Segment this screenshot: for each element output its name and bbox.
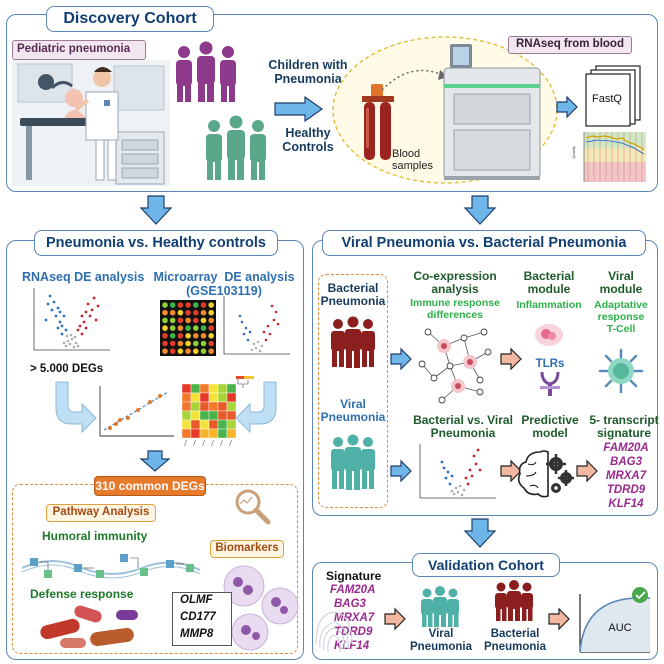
inflammation-icon: [535, 324, 563, 346]
arrow-to-coexpression: [390, 347, 412, 371]
arrow-to-bacterial-module: [500, 347, 522, 371]
bacteria-icon: [40, 605, 138, 648]
heatmap: [181, 376, 254, 447]
validation-gene-2: BAG3: [334, 598, 366, 610]
biomarker-gene-2: CD177: [180, 611, 216, 623]
rnaseq-blood-label: RNAseq from blood: [516, 38, 624, 50]
validation-gene-5: KLF14: [334, 640, 370, 652]
brain-gears-icon: [517, 450, 574, 498]
validation-viral-label: Viral Pneumonia: [410, 628, 472, 653]
children-pneumonia-people-icon: [176, 41, 236, 102]
viral-people-icon: [331, 434, 375, 490]
arrow-down-right: [463, 195, 497, 225]
common-degs-badge: [94, 476, 206, 496]
quality-plot: [583, 132, 646, 182]
arrow-down-validation: [463, 518, 497, 548]
viral-module-label: Viral module: [599, 269, 643, 297]
magnifier-icon: [235, 489, 271, 525]
patient-groups-box: [318, 274, 388, 508]
pediatric-label-box: [12, 40, 146, 60]
validation-signature-label: Signature: [326, 569, 382, 583]
signature-title: 5- transcript signature: [589, 413, 659, 441]
healthy-controls-label: Healthy Controls: [282, 126, 334, 154]
pediatric-label: Pediatric pneumonia: [17, 43, 131, 55]
predictive-label: Predictive model: [521, 413, 579, 441]
auc-curve-plot: [579, 587, 650, 653]
rnaseq-de-label: RNAseq DE analysis: [22, 270, 145, 284]
rnaseq-volcano-plot: [33, 288, 110, 351]
biomarker-gene-1: OLMF: [180, 594, 213, 606]
coexpression-label: Co-expression analysis: [413, 269, 497, 297]
microarray-volcano-plot: [223, 296, 290, 355]
signature-gene-2: BAG3: [610, 456, 642, 468]
immune-diff-label: Immune response differences: [410, 297, 500, 321]
humoral-pathway-diagram: [21, 554, 201, 579]
blood-samples-label: Blood samples: [392, 148, 433, 173]
bacterial-pneumonia-label: Bacterial Pneumonia: [320, 281, 386, 309]
common-degs-label: 310 common DEGs: [95, 479, 205, 493]
arrow-to-predictive: [500, 459, 522, 483]
viral-pneumonia-label: Viral Pneumonia: [320, 397, 386, 425]
arrow-to-fastq: [556, 95, 578, 119]
rnaseq-blood-label-box: [508, 36, 632, 54]
pneumonia-healthy-title: Pneumonia vs. Healthy controls: [34, 230, 278, 256]
pathway-badge: [46, 504, 156, 522]
signature-gene-5: KLF14: [608, 498, 644, 510]
blood-tubes-icon: [362, 84, 394, 160]
biomarkers-label: Biomarkers: [215, 542, 279, 554]
arrow-to-auc: [548, 607, 570, 631]
validation-gene-3: MRXA7: [334, 612, 375, 624]
biomarkers-badge: [210, 540, 284, 558]
validation-gene-1: FAM20A: [330, 584, 376, 596]
bact-viral-volcano-plot: [419, 444, 496, 499]
healthy-controls-people-icon: [206, 115, 266, 180]
validation-bacterial-people-icon: [495, 580, 533, 621]
bact-vs-viral-label: Bacterial vs. Viral Pneumonia: [413, 413, 513, 441]
sequencer-icon: [443, 44, 541, 180]
biomarker-gene-3: MMP8: [180, 628, 214, 640]
arrow-curve-right: [235, 381, 277, 434]
arrow-to-rnaseq: [274, 95, 324, 123]
validation-bacterial-label: Bacterial Pneumonia: [484, 628, 546, 653]
t-cell-icon: [598, 348, 644, 394]
validation-viral-people-icon: [421, 586, 459, 627]
arrow-curve-left: [55, 381, 97, 434]
arrow-to-signature: [576, 459, 598, 483]
fastq-document-icon: [585, 65, 641, 127]
bacterial-people-icon: [331, 316, 375, 368]
arrow-down-left: [139, 195, 173, 225]
arrow-to-volcano: [390, 459, 412, 483]
fastq-label: FastQ: [592, 93, 622, 105]
microarray-de-label: Microarray DE analysis (GSE103119): [153, 270, 295, 298]
correlation-plot: [99, 386, 174, 437]
discovery-title: Discovery Cohort: [46, 6, 214, 32]
tlr-receptor-icon: [540, 371, 560, 396]
bacterial-module-label: Bacterial module: [523, 269, 575, 297]
tlrs-label: TLRs: [535, 358, 565, 370]
signature-gene-4: TDRD9: [606, 484, 646, 496]
pathway-label: Pathway Analysis: [52, 506, 150, 518]
clinic-illustration: [12, 60, 170, 186]
children-pneumonia-label: Children with Pneumonia: [268, 58, 348, 86]
validation-title: Validation Cohort: [412, 553, 560, 577]
neutrophil-cells-icon: [223, 565, 299, 651]
degs-label: > 5.000 DEGs: [30, 363, 104, 375]
humoral-label: Humoral immunity: [42, 529, 148, 543]
quality-axis-label: Quality: [570, 146, 576, 159]
signature-gene-1: FAM20A: [603, 442, 649, 454]
inflammation-label: Inflammation: [516, 299, 582, 311]
adaptive-label: Adaptative response T-Cell: [594, 299, 648, 335]
signature-gene-3: MRXA7: [605, 470, 647, 482]
auc-label: AUC: [608, 622, 632, 634]
biomarker-genes-box: [172, 592, 232, 646]
arrow-down-common-degs: [139, 450, 171, 472]
viral-bacterial-title: Viral Pneumonia vs. Bacterial Pneumonia: [322, 230, 646, 256]
arrow-to-viral-validation: [384, 607, 406, 631]
microarray-grid: [160, 300, 216, 356]
defense-label: Defense response: [30, 587, 134, 601]
coexpression-network: [418, 328, 492, 404]
fingerprint-icon: [315, 611, 353, 653]
